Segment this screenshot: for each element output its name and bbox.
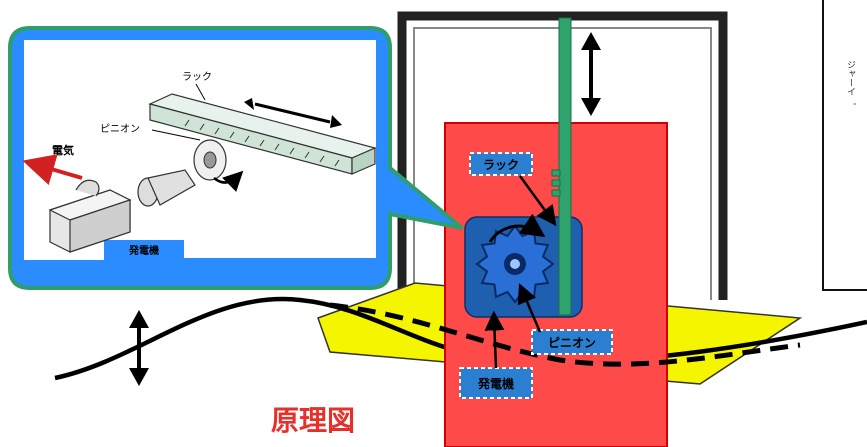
right-panel: ジャーイ゛ <box>822 0 867 291</box>
inset-label-pinion: ピニオン <box>100 123 140 135</box>
rack-leader-line <box>518 175 557 227</box>
inset-rack-teeth <box>184 119 340 167</box>
inset-pinion-leader <box>151 129 201 141</box>
wave-line <box>54 296 867 381</box>
vertical-arrow-left <box>129 310 149 386</box>
dashed-line <box>329 302 801 367</box>
inset-label-generator: 発電機 <box>128 244 159 257</box>
main-label-pinion: ピニオン <box>531 329 613 355</box>
gear-icon <box>475 224 555 304</box>
inset-electricity-arrow <box>22 154 83 185</box>
inset-label-electricity: 電気 <box>52 143 74 157</box>
inset-label-rack: ラック <box>182 71 212 83</box>
inset-generator <box>48 139 227 253</box>
svg-text:発電機: 発電機 <box>477 376 514 391</box>
vertical-arrow-top <box>581 32 601 116</box>
generator-leader-line <box>484 310 505 369</box>
inset-rack-arrow <box>244 98 342 128</box>
inset-rotation-arrow <box>213 170 244 192</box>
main-label-rack: ラック <box>469 152 533 176</box>
pinion-leader-line <box>517 283 542 333</box>
rack-bar <box>558 17 572 316</box>
svg-text:ラック: ラック <box>483 158 519 172</box>
rack-teeth <box>551 169 561 197</box>
right-panel-text: ジャーイ゛ <box>845 60 856 105</box>
inset-rack <box>148 93 377 175</box>
diagram-caption: 原理図 <box>271 404 355 437</box>
rotation-arrow <box>488 213 546 243</box>
main-label-generator: 発電機 <box>459 367 533 399</box>
inset-rack-leader <box>195 83 206 101</box>
svg-text:ピニオン: ピニオン <box>548 336 596 350</box>
